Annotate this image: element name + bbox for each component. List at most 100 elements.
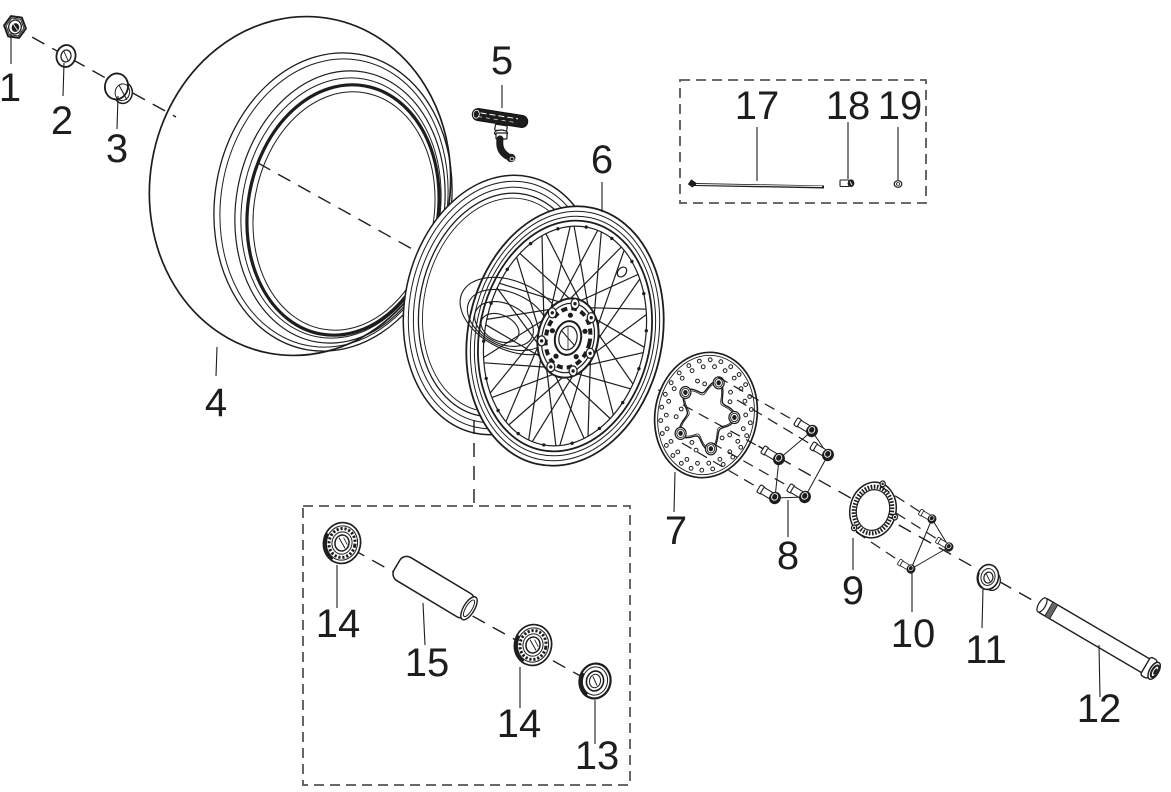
disc-hole — [695, 460, 700, 466]
part-spacer-tube — [392, 555, 478, 621]
disc-mount-hole — [678, 430, 683, 436]
part-label-6: 6 — [591, 138, 613, 182]
disc-hole — [718, 359, 724, 365]
disc-hole — [699, 467, 705, 473]
spoke-nipple-dot — [621, 400, 625, 405]
disc-hole — [743, 382, 748, 388]
part-brake-disc — [653, 351, 759, 479]
disc-hole — [659, 431, 665, 436]
disc-hole — [707, 357, 713, 363]
disc-mount-hole — [716, 380, 721, 386]
part-label-5: 5 — [491, 39, 513, 83]
disc-hole — [668, 380, 674, 386]
part-spoked-wheel — [402, 174, 665, 467]
disc-hole — [738, 444, 744, 450]
part-washer — [55, 44, 77, 68]
disc-mount-boss-ring — [714, 378, 723, 388]
spoke-nipple-dot — [630, 259, 634, 264]
hub-lug-hole — [539, 339, 544, 343]
part-label-9: 9 — [842, 569, 864, 613]
disc-hole — [664, 426, 670, 432]
spoke-nipple-dot — [637, 367, 641, 371]
hub-flange-hole — [582, 328, 588, 334]
part-spoke — [687, 179, 825, 189]
disc-bolt — [784, 481, 814, 506]
part-label-15: 15 — [405, 641, 450, 685]
disc-hole — [720, 462, 726, 467]
spoke-nipple-dot — [642, 291, 646, 296]
part-label-2: 2 — [51, 99, 73, 143]
disc-bolt — [754, 482, 784, 507]
disc-hole — [689, 368, 695, 374]
hub-lug-hole — [549, 365, 553, 369]
part-label-19: 19 — [878, 84, 923, 128]
hub-flange-hole — [553, 353, 559, 359]
disc-hole — [728, 364, 734, 370]
spoke-nipple-dot — [484, 376, 488, 381]
disc-hole — [666, 398, 672, 404]
disc-mount-boss-ring — [676, 428, 685, 439]
disc-hole — [742, 398, 748, 404]
spoke-nipple-dot — [584, 225, 588, 229]
hub-flange-hole — [567, 312, 574, 318]
spoke-nipple-dot — [505, 267, 509, 272]
part-label-11: 11 — [965, 628, 1007, 672]
hub-lug-hole — [589, 316, 593, 320]
part-bearing — [318, 517, 366, 569]
disc-hole — [679, 375, 685, 381]
hub — [536, 297, 600, 379]
disc-hole — [706, 460, 712, 466]
disc-hole — [670, 453, 676, 458]
hub-flange-hole — [573, 354, 579, 360]
hub-lug-hole — [571, 369, 575, 373]
disc-hole — [676, 370, 682, 376]
disc-hole — [728, 389, 733, 395]
disc-hole — [688, 465, 694, 471]
box-centerline — [351, 548, 603, 689]
spoke-nipple-dot — [482, 339, 486, 343]
ring-lugs — [850, 480, 899, 532]
disc-mount-hole — [683, 390, 688, 395]
disc-hole — [663, 412, 669, 418]
disc-hole — [735, 438, 741, 444]
part-ring-screws — [895, 507, 956, 576]
part-axle-nut — [3, 15, 27, 39]
spoke-hardware-box — [679, 79, 927, 204]
main-centerline — [11, 25, 1051, 611]
ring-screw-projection-lines — [855, 485, 946, 567]
disc-hole — [743, 412, 749, 418]
disc-hole — [673, 414, 679, 420]
part-spoke-nipple — [839, 179, 855, 188]
disc-hole — [659, 404, 665, 410]
disc-hole — [696, 358, 702, 364]
disc-hole — [689, 440, 695, 445]
disc-hole — [719, 435, 725, 441]
disc-hole — [684, 457, 690, 462]
part-label-4: 4 — [205, 381, 227, 425]
disc-mount-hole — [732, 415, 737, 420]
part-label-12: 12 — [1077, 687, 1122, 731]
part-label-7: 7 — [665, 509, 687, 553]
spoke-nipple-dot — [597, 426, 602, 431]
part-label-10: 10 — [891, 612, 936, 656]
disc-hole — [731, 375, 737, 381]
hub-lug-hole — [573, 302, 577, 306]
disc-hole — [671, 386, 677, 392]
part-label-8: 8 — [777, 534, 799, 578]
disc-hole — [662, 391, 668, 397]
part-spacer-bushing — [104, 72, 134, 105]
part-label-18: 18 — [826, 84, 871, 128]
part-axle — [1036, 597, 1162, 680]
disc-hole — [695, 378, 700, 384]
disc-hole — [727, 432, 733, 438]
spoke-nipple-dot — [556, 227, 560, 231]
part-bearing — [509, 619, 557, 671]
part-nipple-washer — [893, 180, 903, 188]
part-label-13: 13 — [575, 734, 620, 778]
disc-hole — [658, 418, 664, 423]
part-spacer — [976, 563, 1001, 592]
disc-hole — [712, 364, 717, 370]
part-seal — [578, 662, 612, 700]
